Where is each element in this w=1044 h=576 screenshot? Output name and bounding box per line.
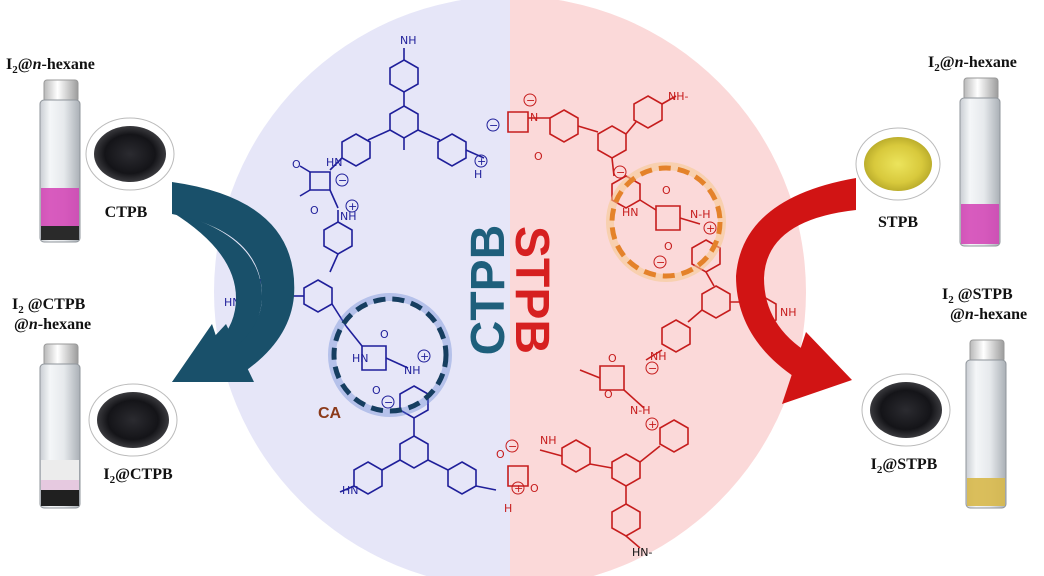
svg-text:+: + [348,200,357,213]
ctpb-structure [259,48,529,495]
nh-group-label: NH [540,434,557,447]
plus-charge-icon [474,154,488,168]
minus-charge-icon [486,118,500,132]
svg-text:+: + [706,222,715,235]
svg-text:+: + [477,155,486,168]
h-atom-label: H [474,168,482,181]
left-half-background [214,0,510,576]
stpb-center-label: STPB [505,226,558,354]
i2-stpb-powder-label: I2@STPB [870,456,938,476]
left-bottom-vial-label-line2: @n-hexane [14,316,92,333]
plus-charge-icon [345,199,359,213]
powder-i2-stpb [861,373,951,447]
n-h-group-label: N-H [630,404,650,417]
minus-charge-icon [653,255,667,269]
svg-text:−: − [656,256,665,269]
left-curved-arrow-body [172,182,295,372]
atom-labels: NH HN NH HN NH HN HN H O O O O N O NH- H… [224,34,797,559]
hn-group-label: HN [342,484,359,497]
nh-group-label: NH [340,210,357,223]
hn-group-label: HN [326,156,343,169]
minus-charge-icon [505,439,519,453]
left-top-vial-label: I2@n-hexane [6,56,95,76]
minus-charge-icon [335,173,349,187]
stpb-powder-label: STPB [877,214,919,231]
minus-charge-icon [381,395,395,409]
svg-text:−: − [616,166,625,179]
ca-highlight-ring-orange [609,165,723,279]
o-atom-label: O [380,328,389,341]
powder-stpb [855,127,941,201]
o-atom-label: O [534,150,543,163]
svg-text:−: − [648,362,657,375]
n-atom-label: N [530,111,538,124]
svg-text:−: − [526,94,535,107]
background-circle [214,0,806,576]
nh-group-label: NH- [668,90,689,103]
right-bottom-vial-label-line2: @n-hexane [950,306,1028,323]
svg-text:−: − [489,119,498,132]
o-atom-label: O [608,352,617,365]
svg-text:+: + [648,418,657,431]
powder-ctpb [85,117,175,191]
nh-group-label: NH [780,306,797,319]
o-atom-label: O [604,388,613,401]
o-atom-label: O [372,384,381,397]
svg-text:−: − [338,174,347,187]
vial-right-top [959,77,1001,247]
plus-charge-icon [417,349,431,363]
right-top-vial-label: I2@n-hexane [928,54,1017,74]
vial-right-bottom [965,339,1007,509]
vial-left-bottom [39,343,81,509]
o-atom-label: O [662,184,671,197]
hn-group-label: HN [352,352,369,365]
svg-text:+: + [514,482,523,495]
charge-markers: + − − + + − − − + − − + − + [335,93,717,495]
left-bottom-vial-label-line1: I2 @CTPB [12,296,86,316]
nh-group-label: NH [400,34,417,47]
hn-group-label: HN- [632,546,653,559]
right-curved-arrow-body [736,178,856,378]
svg-text:+: + [420,350,429,363]
svg-text:−: − [508,440,517,453]
o-atom-label: O [292,158,301,171]
vial-left-top [39,79,81,243]
ctpb-powder-label: CTPB [104,204,148,221]
plus-charge-icon [645,417,659,431]
plus-charge-icon [511,481,525,495]
powder-i2-ctpb [88,383,178,457]
right-arrow-head [782,332,852,404]
left-curved-arrow [172,182,263,382]
nh-group-label: NH [404,364,421,377]
o-atom-label: O [530,482,539,495]
i2-ctpb-powder-label: I2@CTPB [103,466,173,486]
ctpb-center-label: CTPB [462,225,515,356]
o-atom-label: O [664,240,673,253]
minus-charge-icon [613,165,627,179]
plus-charge-icon [703,221,717,235]
nh-group-label: NH [650,350,667,363]
left-arrow-head [172,324,254,382]
minus-charge-icon [523,93,537,107]
right-bottom-vial-label-line1: I2 @STPB [942,286,1013,306]
ca-highlight-ring-blue [331,296,449,414]
hn-group-label: HN [622,206,639,219]
ca-label: CA [318,405,342,422]
svg-text:−: − [384,396,393,409]
minus-charge-icon [645,361,659,375]
o-atom-label: O [310,204,319,217]
h-atom-label: H [504,502,512,515]
n-h-group-label: N-H [690,208,710,221]
o-atom-label: O [496,448,505,461]
right-half-background [510,0,806,576]
